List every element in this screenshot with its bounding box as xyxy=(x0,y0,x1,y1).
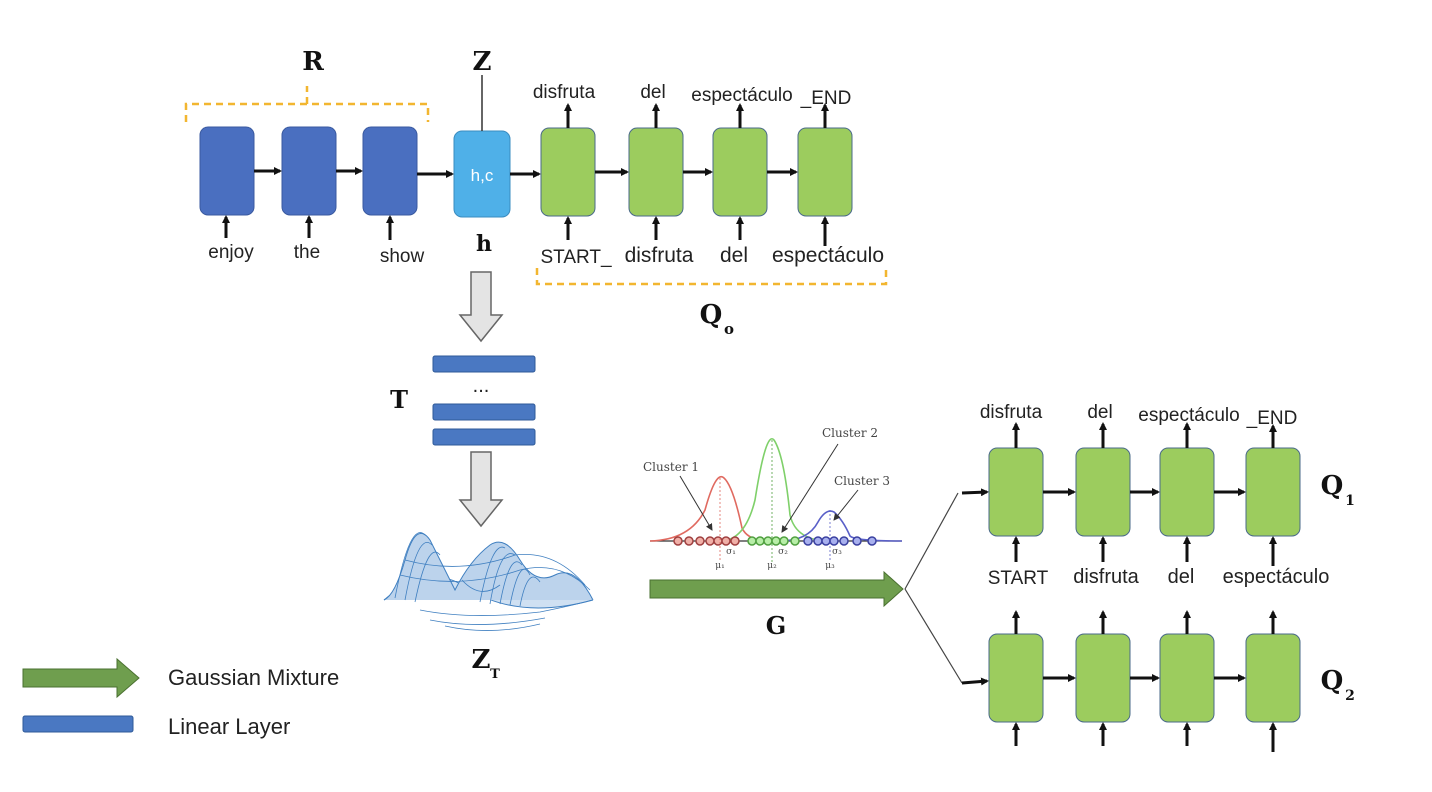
dec-q2-cell-3 xyxy=(1159,633,1215,723)
label-zt-sub: T xyxy=(490,667,500,682)
gmm-sigma-1: σ₁ xyxy=(726,547,736,557)
dec-top-output-2: del xyxy=(640,82,665,103)
dec-q2-entry-arrow xyxy=(961,677,989,686)
dec-q2-cell-2 xyxy=(1075,633,1131,723)
label-h: h xyxy=(476,231,492,257)
dec-q1-cell-3 xyxy=(1159,447,1215,537)
gmm-sigma-2: σ₂ xyxy=(778,547,788,557)
linear-layer-1 xyxy=(432,355,536,373)
dec-q1-input-1: START xyxy=(988,568,1049,589)
blue-bar-icon xyxy=(22,715,134,733)
mesh-surface-icon xyxy=(383,532,594,631)
gmm-mu-2: μ₂ xyxy=(767,561,777,571)
enc-input-1: enjoy xyxy=(208,242,254,263)
label-q2-sub: 2 xyxy=(1345,688,1355,704)
dec-q1-cell-1 xyxy=(988,447,1044,537)
dec-top-output-1: disfruta xyxy=(533,82,596,103)
dec-q1-input-4: espectáculo xyxy=(1223,566,1330,588)
dec-q1-output-4: _END xyxy=(1246,408,1298,429)
label-q1: Q xyxy=(1321,471,1344,501)
label-q1-sub: 1 xyxy=(1345,493,1355,509)
gmm-curve-2 xyxy=(719,437,831,542)
dec-top-output-4: _END xyxy=(800,88,852,109)
encoder-cell-2 xyxy=(281,126,337,216)
state-cell-label: h,c xyxy=(471,166,494,185)
dec-top-cell-1 xyxy=(540,127,596,217)
qo-bracket xyxy=(535,268,888,286)
r-bracket xyxy=(184,86,430,122)
gmm-cluster-2: Cluster 2 xyxy=(822,426,878,440)
green-arrow-icon xyxy=(22,657,140,699)
label-qo: Q xyxy=(700,300,723,330)
dec-top-cell-4 xyxy=(797,127,853,217)
label-z: Z xyxy=(473,47,492,77)
encoder-cell-3 xyxy=(362,126,418,216)
dec-q1-input-2: disfruta xyxy=(1073,566,1139,588)
dec-top-input-1: START_ xyxy=(540,247,612,268)
gmm-plot: Cluster 1 Cluster 2 Cluster 3 σ₁ σ₂ σ₃ μ… xyxy=(643,426,903,571)
legend-linear-layer: Linear Layer xyxy=(168,714,291,739)
dec-q1-cell-2 xyxy=(1075,447,1131,537)
linear-dots: ... xyxy=(473,375,490,397)
gmm-curve-3 xyxy=(779,510,903,542)
dec-top-input-4: espectáculo xyxy=(772,244,884,267)
dec-q1-entry-arrow xyxy=(961,488,989,497)
fan-line-lower xyxy=(904,588,963,684)
gmm-curve-1 xyxy=(649,475,771,542)
label-qo-sub: o xyxy=(724,320,734,338)
gmm-cluster-1: Cluster 1 xyxy=(643,460,699,474)
down-arrow-2 xyxy=(458,451,504,528)
dec-q1-output-1: disfruta xyxy=(980,402,1043,423)
dec-top-cell-2 xyxy=(628,127,684,217)
dec-q1-output-2: del xyxy=(1087,402,1112,423)
dec-q2-cell-1 xyxy=(988,633,1044,723)
gmm-mu-3: μ₃ xyxy=(825,561,835,571)
label-r: R xyxy=(302,47,324,77)
linear-layer-3 xyxy=(432,428,536,446)
dec-top-output-3: espectáculo xyxy=(691,85,792,106)
dec-top-input-3: del xyxy=(720,244,748,267)
gmm-cluster-3: Cluster 3 xyxy=(834,474,890,488)
label-g: G xyxy=(766,611,787,640)
label-t: T xyxy=(390,385,408,414)
linear-layer-2 xyxy=(432,403,536,421)
encoder-cell-1 xyxy=(199,126,255,216)
gmm-arrow xyxy=(649,570,904,608)
enc-input-2: the xyxy=(294,242,320,263)
legend-gaussian-mixture: Gaussian Mixture xyxy=(168,665,340,690)
dec-q2-cell-4 xyxy=(1245,633,1301,723)
label-zt: Z xyxy=(472,645,491,675)
dec-q1-cell-4 xyxy=(1245,447,1301,537)
dec-q1-output-3: espectáculo xyxy=(1138,405,1239,426)
enc-input-3: show xyxy=(380,246,425,267)
down-arrow-1 xyxy=(458,271,504,343)
dec-top-input-2: disfruta xyxy=(625,244,694,267)
dec-q1-input-3: del xyxy=(1168,566,1195,588)
gmm-mu-1: μ₁ xyxy=(715,561,724,571)
dec-top-cell-3 xyxy=(712,127,768,217)
gmm-sigma-3: σ₃ xyxy=(832,547,842,557)
fan-line-upper xyxy=(904,492,959,590)
label-q2: Q xyxy=(1321,666,1344,696)
